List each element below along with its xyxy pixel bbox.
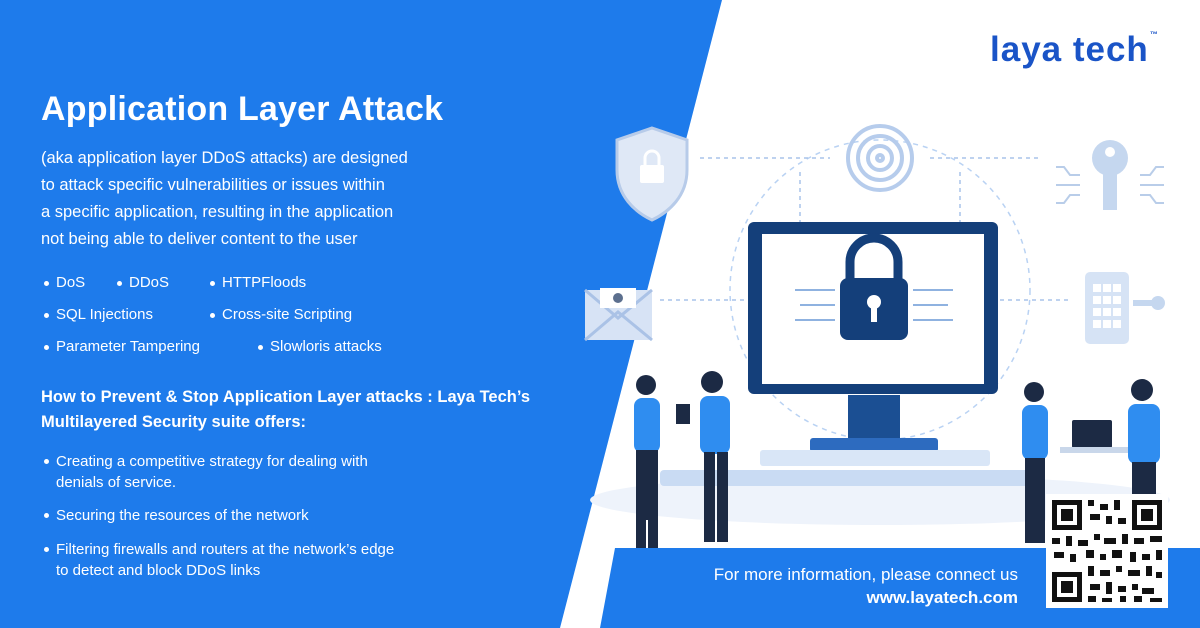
dashed-orbit: [729, 139, 1031, 441]
brand-logo: laya tech™: [990, 30, 1159, 69]
attack-type-item: SQL Injections: [44, 306, 153, 323]
phone-keypad-icon: [1085, 272, 1165, 344]
attack-type-item: DDoS: [116, 274, 170, 291]
offer-line: Filtering firewalls and routers at the n…: [56, 541, 395, 558]
intro-line: not being able to deliver content to the…: [41, 230, 358, 248]
offer-line: Creating a competitive strategy for deal…: [56, 453, 368, 470]
prevention-heading-line: Multilayered Security suite offers:: [41, 413, 306, 431]
attack-type-item: Cross-site Scripting: [209, 306, 353, 323]
offer-line: to detect and block DDoS links: [56, 562, 261, 579]
offer-line: Securing the resources of the network: [56, 507, 309, 524]
intro-line: a specific application, resulting in the…: [41, 203, 394, 221]
intro-line: (aka application layer DDoS attacks) are…: [41, 149, 408, 167]
offer-item: Filtering firewalls and routers at the n…: [44, 539, 456, 581]
website-link[interactable]: www.layatech.com: [866, 588, 1018, 607]
prevention-heading-line: How to Prevent & Stop Application Layer …: [41, 388, 531, 406]
offer-line: denials of service.: [56, 474, 177, 491]
attack-type-item: HTTPFloods: [209, 274, 307, 291]
people-right: [1022, 379, 1160, 543]
key-icon: [1056, 140, 1164, 210]
attack-type-item: Slowloris attacks: [258, 338, 382, 355]
connector-lines: [660, 157, 1070, 301]
padlock-icon: [795, 233, 953, 340]
fingerprint-icon: [846, 124, 914, 192]
envelope-virus-icon: [584, 288, 653, 342]
qr-code[interactable]: [1046, 494, 1168, 608]
intro-line: to attack specific vulnerabilities or is…: [41, 176, 385, 194]
attack-type-item: Parameter Tampering: [44, 338, 200, 355]
page-title: Application Layer Attack: [41, 90, 444, 128]
shield-lock-icon: [615, 126, 689, 222]
people-left: [634, 371, 730, 548]
prevention-heading: How to Prevent & Stop Application Layer …: [41, 385, 601, 435]
offer-item: Creating a competitive strategy for deal…: [44, 451, 456, 493]
attack-type-item: DoS: [43, 274, 86, 291]
qr-code-graphic: [1046, 494, 1168, 608]
contact-line: For more information, please connect us: [713, 565, 1018, 584]
offer-item: Securing the resources of the network: [44, 505, 456, 526]
intro-paragraph: (aka application layer DDoS attacks) are…: [41, 145, 481, 253]
contact-info: For more information, please connect us …: [714, 563, 1018, 609]
blue-panel: [0, 0, 722, 628]
